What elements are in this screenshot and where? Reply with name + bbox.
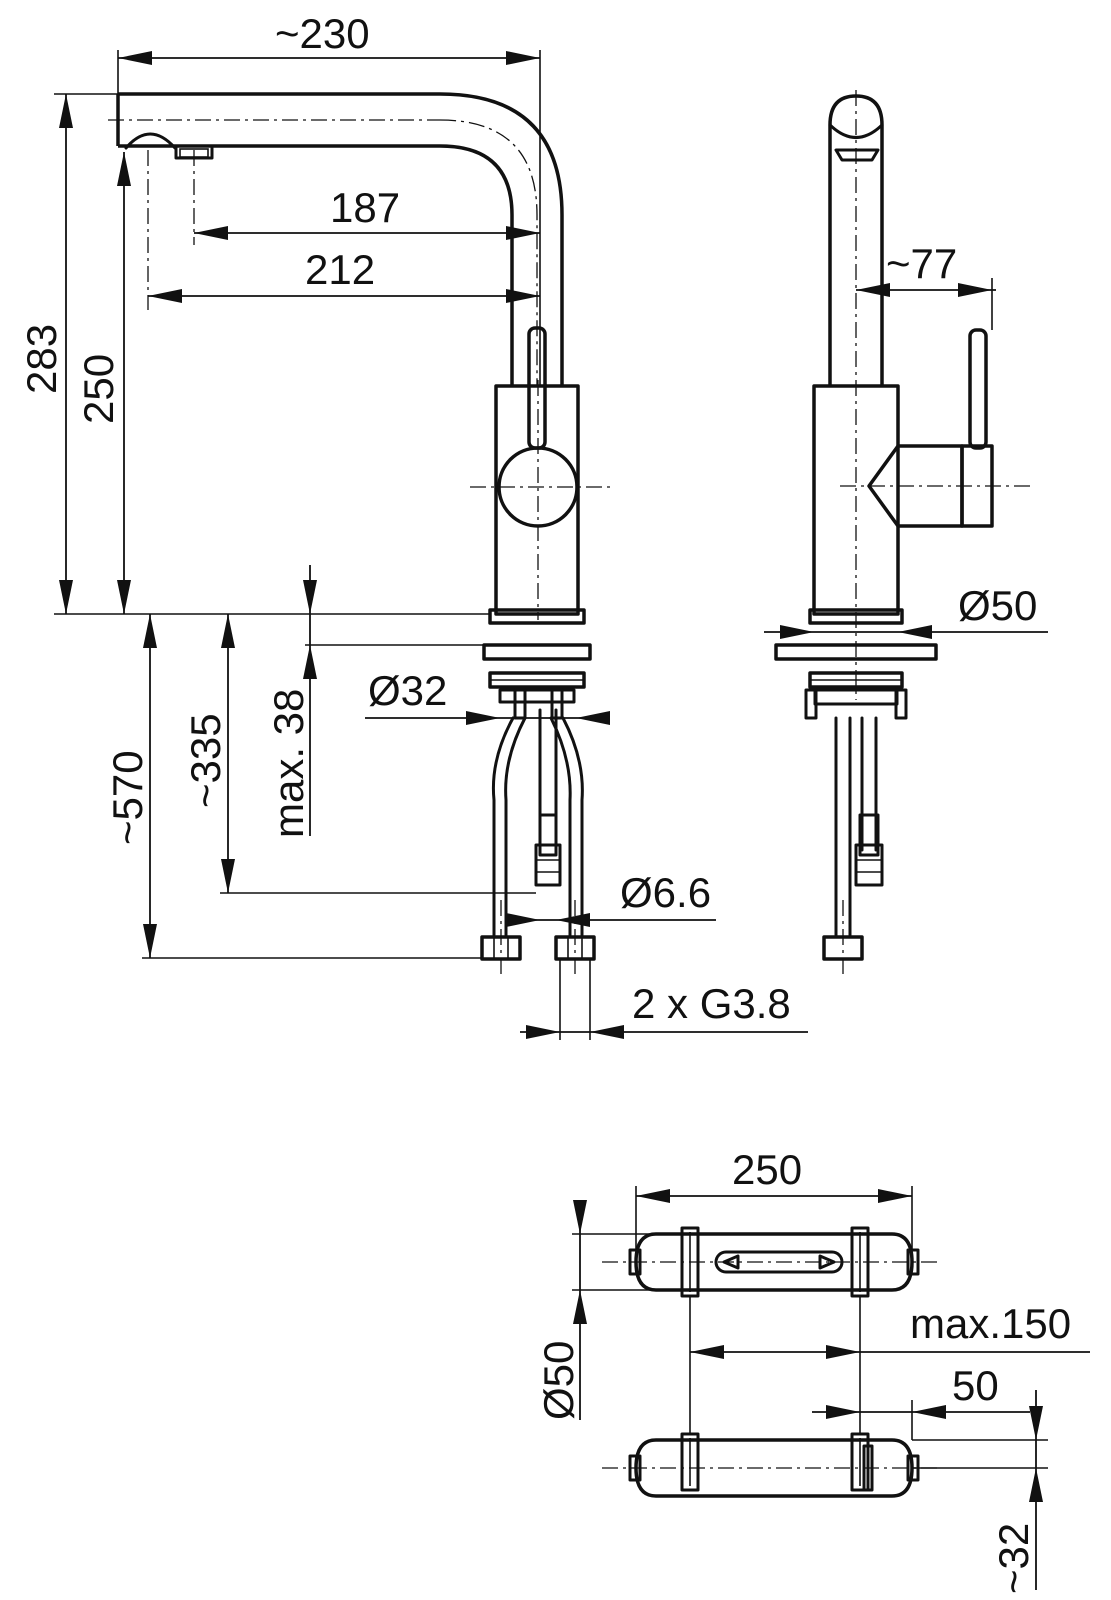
hose-right [561,716,584,937]
side-view-dimensions: ~77 Ø50 [764,240,1048,639]
spout-inner [118,144,514,385]
top-view-dimensions: 250 Ø50 max.150 50 ~32 [535,1146,1090,1594]
dim-connection-thread: 2 x G3.8 [632,980,791,1027]
dim-top-diameter: Ø50 [535,1341,582,1420]
side-view-faucet [774,90,1030,975]
side-lever [968,328,988,450]
dim-base-diameter: Ø50 [958,582,1037,629]
dim-bracket-offset: 50 [952,1362,999,1409]
side-lever-connector [867,444,964,528]
dim-max-spacing: max.150 [910,1300,1071,1347]
dim-max-deck: max. 38 [265,689,312,838]
dim-aerator-212: 212 [305,246,375,293]
dim-hose-diameter: Ø6.6 [620,869,711,916]
dim-top-length: 250 [732,1146,802,1193]
side-faucet-body [812,384,900,616]
dim-shank-diameter: Ø32 [368,667,447,714]
dim-outlet-height: 250 [75,354,122,424]
dim-spout-reach: ~230 [275,10,370,57]
dim-bracket-height: ~32 [990,1523,1037,1594]
dim-total-height: 283 [18,324,65,394]
lever-handle [527,326,547,450]
dim-hose-570: ~570 [104,750,151,845]
bracket-slot [714,1250,844,1274]
spout-outline [118,92,564,385]
faucet-body [494,384,580,616]
hose-left [491,716,515,937]
front-view-dimensions: ~230 187 212 283 250 max. 38 [18,10,808,1040]
top-view-bracket [602,1226,940,1498]
dim-aerator-187: 187 [330,184,400,231]
front-view-faucet [108,92,610,975]
dim-hose-335: ~335 [182,713,229,808]
dim-lever-projection: ~77 [886,240,957,287]
